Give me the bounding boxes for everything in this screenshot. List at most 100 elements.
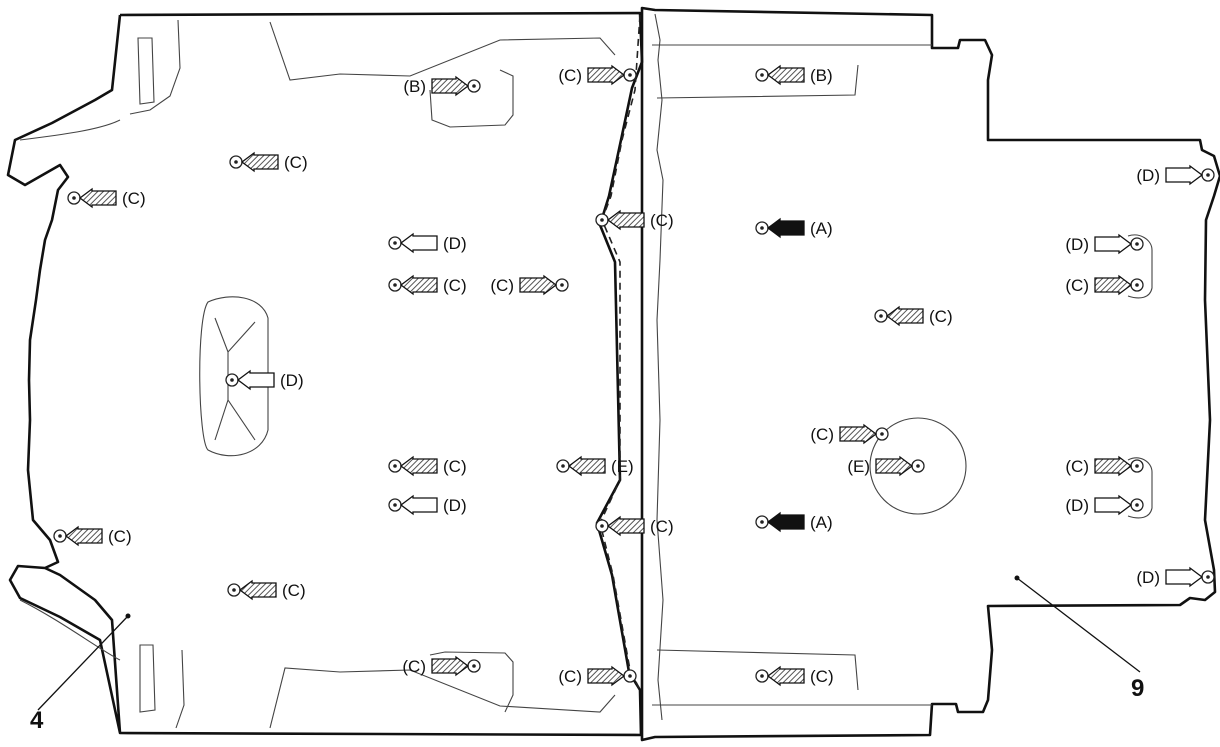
callout-9-label: 9: [1131, 675, 1144, 702]
fastener-3: (B): [755, 64, 833, 86]
fastener-arrow-hatched: [431, 75, 470, 97]
fastener-label: (E): [847, 457, 870, 476]
fastener-arrow-hatched: [399, 455, 438, 477]
fastener-arrow-hatched: [587, 64, 626, 86]
fastener-label: (C): [810, 667, 834, 686]
fastener-bolt-center: [393, 503, 397, 507]
fastener-bolt-center: [600, 218, 604, 222]
fastener-bolt-center: [393, 241, 397, 245]
fastener-arrow-hatched: [240, 151, 279, 173]
fastener-5: (C): [67, 187, 146, 209]
fastener-14: (C): [874, 305, 953, 327]
fastener-label: (C): [490, 276, 514, 295]
fastener-bolt-center: [393, 464, 397, 468]
fastener-13: (C): [1065, 274, 1144, 296]
fastener-bolt-center: [1206, 575, 1210, 579]
fastener-arrow-hatched: [839, 423, 878, 445]
callout-4-label: 4: [30, 707, 44, 734]
fastener-arrow-hatched: [431, 655, 470, 677]
fastener-label: (D): [1065, 496, 1089, 515]
fastener-11: (C): [388, 274, 467, 296]
fastener-label: (C): [282, 581, 306, 600]
fastener-arrow-hatched: [238, 579, 277, 601]
fastener-label: (C): [650, 211, 674, 230]
fastener-label: (C): [650, 517, 674, 536]
fastener-23: (C): [53, 525, 132, 547]
fastener-bolt-center: [1135, 503, 1139, 507]
fastener-label: (D): [1065, 235, 1089, 254]
fastener-arrow-open: [1165, 164, 1204, 186]
fastener-bolt-center: [600, 524, 604, 528]
fastener-bolt-center: [760, 73, 764, 77]
fastener-arrow-hatched: [399, 274, 438, 296]
callout-4: 4: [30, 613, 131, 734]
fastener-22: (D): [1065, 494, 1144, 516]
fastener-arrow-hatched: [606, 209, 645, 231]
fastener-24: (C): [595, 515, 674, 537]
fastener-marks: (B) (C) (B) (C) (C) (D) (C) (A) (D) (D) (C) (C) (C) (…: [53, 64, 1215, 687]
fastener-19: (E): [847, 455, 925, 477]
fastener-7: (C): [595, 209, 674, 231]
fastener-17: (C): [388, 455, 467, 477]
front-undercover-panel: [6, 11, 644, 737]
fastener-bolt-center: [472, 664, 476, 668]
fastener-arrow-hatched: [885, 305, 924, 327]
fastener-label: (C): [284, 153, 308, 172]
fastener-arrow-open: [399, 232, 438, 254]
fastener-label: (C): [108, 527, 132, 546]
fastener-bolt-center: [880, 432, 884, 436]
fastener-15: (D): [225, 369, 304, 391]
fastener-arrow-open: [1165, 566, 1204, 588]
fastener-arrow-hatched: [606, 515, 645, 537]
fastener-bolt-center: [916, 464, 920, 468]
fastener-label: (D): [443, 496, 467, 515]
fastener-bolt-center: [472, 84, 476, 88]
fastener-bolt-center: [232, 588, 236, 592]
fastener-label: (D): [280, 371, 304, 390]
fastener-arrow-hatched: [64, 525, 103, 547]
fastener-label: (C): [929, 307, 953, 326]
fastener-25: (A): [755, 511, 833, 533]
fastener-9: (D): [388, 232, 467, 254]
fastener-arrow-hatched: [1094, 274, 1133, 296]
fastener-label: (D): [1136, 568, 1160, 587]
fastener-bolt-center: [760, 520, 764, 524]
fastener-arrow-hatched: [519, 274, 558, 296]
fastener-label: (C): [810, 425, 834, 444]
fastener-label: (D): [1136, 166, 1160, 185]
fastener-20: (C): [1065, 455, 1144, 477]
fastener-arrow-solid: [766, 217, 805, 239]
fastener-label: (E): [611, 457, 634, 476]
fastener-bolt-center: [560, 283, 564, 287]
fastener-label: (C): [558, 667, 582, 686]
fastener-label: (C): [558, 66, 582, 85]
fastener-arrow-hatched: [766, 64, 805, 86]
fastener-bolt-center: [760, 674, 764, 678]
fastener-16: (C): [810, 423, 889, 445]
fastener-29: (C): [558, 665, 637, 687]
fastener-arrow-solid: [766, 511, 805, 533]
fastener-label: (B): [403, 77, 426, 96]
fastener-bolt-center: [561, 464, 565, 468]
fastener-12: (C): [490, 274, 569, 296]
fastener-bolt-center: [393, 283, 397, 287]
fastener-bolt-center: [628, 674, 632, 678]
fastener-bolt-center: [58, 534, 62, 538]
fastener-bolt-center: [760, 226, 764, 230]
fastener-arrow-open: [236, 369, 275, 391]
fastener-arrow-hatched: [1094, 455, 1133, 477]
fastener-arrow-hatched: [587, 665, 626, 687]
fastener-30: (C): [755, 665, 834, 687]
fastener-4: (C): [229, 151, 308, 173]
fastener-arrow-hatched: [78, 187, 117, 209]
fastener-2: (C): [558, 64, 637, 86]
fastener-arrow-hatched: [766, 665, 805, 687]
fastener-26: (C): [227, 579, 306, 601]
fastener-28: (C): [402, 655, 481, 677]
fastener-bolt-center: [1135, 464, 1139, 468]
fastener-arrow-hatched: [567, 455, 606, 477]
fastener-1: (B): [403, 75, 481, 97]
fastener-arrow-open: [1094, 494, 1133, 516]
